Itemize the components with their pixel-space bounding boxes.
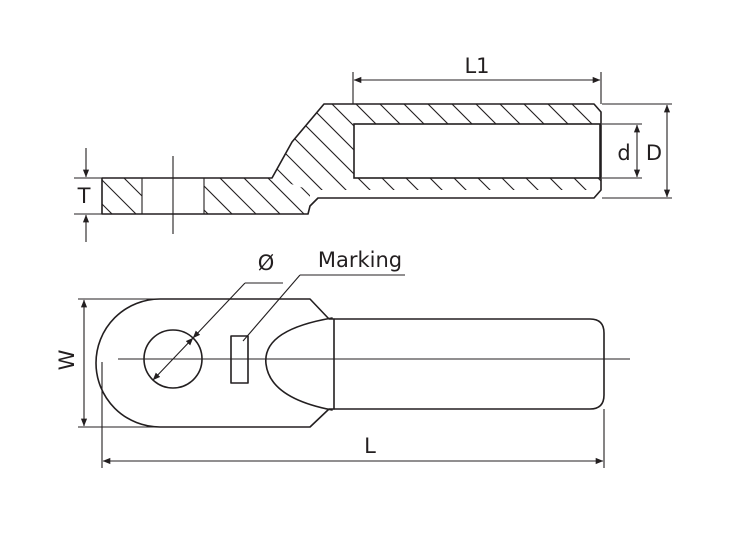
l-label: L	[364, 434, 376, 458]
hatch-line	[217, 178, 259, 214]
d-label: d	[617, 141, 630, 165]
D-label: D	[646, 141, 662, 165]
top-view-barrel-outline	[333, 318, 605, 410]
hole-diameter-dimension-line	[152, 337, 194, 381]
side-view: L1 d D T	[74, 54, 750, 242]
hatch-line	[567, 104, 601, 190]
hatch-line	[272, 104, 357, 190]
top-view: Ø Marking W L	[55, 248, 630, 468]
hatch-line	[688, 100, 750, 200]
hole-diameter-leader	[192, 282, 246, 339]
hatch-line	[289, 178, 310, 214]
hatch-line	[338, 176, 378, 216]
hatch-line	[102, 178, 139, 214]
hatch-line	[664, 100, 750, 200]
hatch-line	[272, 104, 333, 190]
barrel-bore	[353, 123, 601, 179]
hole-diameter-label: Ø	[258, 251, 275, 275]
top-view-palm-outline	[95, 298, 335, 428]
tab-hatching	[102, 176, 378, 216]
hatch-line	[241, 178, 283, 214]
crimp-arc	[265, 317, 333, 411]
side-view-outline	[101, 103, 602, 215]
hatch-line	[265, 178, 307, 214]
hatch-line	[616, 100, 716, 200]
l1-label: L1	[464, 54, 489, 78]
hatch-line	[314, 176, 354, 216]
hatch-line	[591, 104, 601, 190]
t-label: T	[77, 184, 91, 208]
hatch-line	[272, 104, 309, 190]
w-label: W	[55, 349, 79, 370]
marking-leader	[242, 274, 301, 342]
hatch-line	[102, 178, 115, 214]
marking-label: Marking	[318, 248, 402, 272]
